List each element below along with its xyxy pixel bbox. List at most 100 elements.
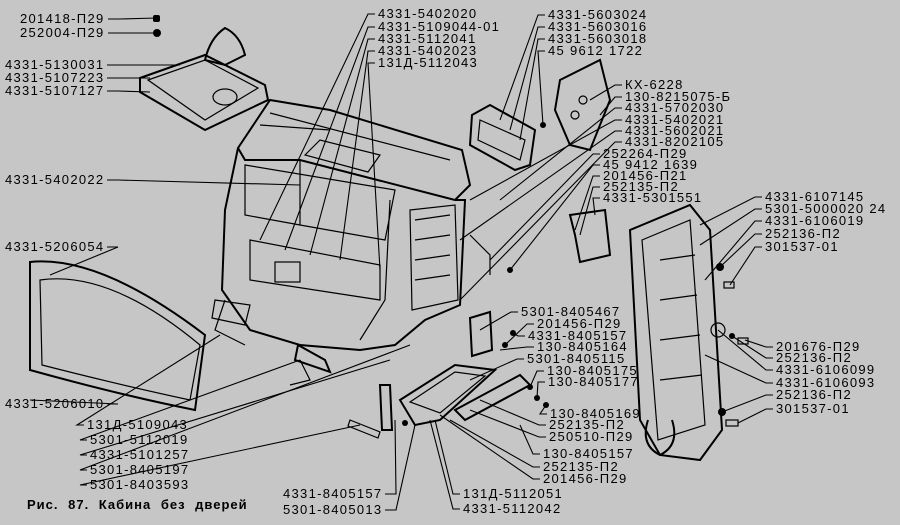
leader-line (367, 62, 381, 271)
part-label: КХ-6228 (625, 77, 684, 92)
part-label: 45 9612 1722 (548, 43, 644, 58)
part-label: 301537-01 (765, 239, 839, 254)
windshield (29, 260, 207, 412)
leader-line (385, 424, 416, 511)
part-label: 130-8405157 (543, 446, 634, 461)
part-label: 201456-П29 (543, 471, 628, 486)
part-label: 250510-П29 (549, 429, 634, 444)
leader-line (284, 26, 375, 251)
part-label: 4331-5206010 (5, 396, 105, 411)
leader-line (704, 220, 762, 281)
part-label: 4331-5402021 (625, 112, 725, 127)
leader-lines (29, 13, 773, 511)
part-label: 4331-8405157 (528, 328, 628, 343)
leader-line (259, 13, 375, 241)
leader-line (737, 408, 773, 424)
bracket (469, 208, 612, 275)
leader-line (704, 354, 773, 384)
roof-hatch (139, 15, 270, 132)
part-label: 4331-5702030 (625, 100, 725, 115)
leader-line (107, 179, 301, 186)
leader-line (529, 370, 544, 388)
part-label: 252135-П2 (543, 459, 619, 474)
leader-line (599, 96, 622, 116)
leader-line (731, 335, 773, 359)
part-label: 252136-П2 (765, 226, 841, 241)
part-label: 201418-П29 (20, 11, 105, 26)
figure-caption: Рис. 87. Кабина без дверей (27, 497, 248, 512)
leader-line (699, 208, 762, 246)
leader-line (385, 419, 397, 495)
part-label: 4331-5402020 (378, 6, 478, 21)
part-label: 4331-5107223 (5, 70, 105, 85)
leader-line (538, 404, 547, 415)
part-label: 5301-8403593 (90, 477, 190, 492)
part-label: 252004-П29 (20, 25, 105, 40)
part-label: 4331-5109044-01 (378, 19, 501, 34)
part-label: 4331-5603016 (548, 19, 648, 34)
part-label: 5301-8405197 (90, 462, 190, 477)
part-label: 131Д-5112051 (463, 486, 564, 501)
leader-line (744, 339, 773, 348)
part-label: 4331-5603024 (548, 7, 648, 22)
leader-line (479, 399, 546, 426)
part-label: 5301-8405467 (521, 304, 621, 319)
part-label: 201676-П29 (776, 339, 861, 354)
part-label: 4331-6106099 (776, 362, 876, 377)
part-label: 4331-6106019 (765, 213, 865, 228)
leader-line (579, 186, 600, 236)
part-label: 5301-8405013 (283, 502, 383, 517)
part-label: 4331-5107127 (5, 83, 105, 98)
leader-line (519, 424, 540, 455)
leader-line (459, 130, 622, 241)
leader-line (107, 90, 151, 93)
leader-line (449, 419, 540, 468)
leader-line (499, 107, 622, 201)
part-label: 4331-5101257 (90, 447, 190, 462)
part-label: 4331-5402023 (378, 43, 478, 58)
part-label: 5301-5112019 (90, 432, 189, 447)
leader-line (512, 332, 525, 337)
leader-line (429, 419, 460, 510)
part-label: 252135-П2 (603, 179, 679, 194)
part-label: 130-8215075-Б (625, 89, 732, 104)
leader-line (499, 14, 545, 121)
leader-line (309, 38, 375, 256)
leader-line (729, 246, 762, 286)
leader-line (499, 346, 534, 351)
leader-line (717, 329, 773, 371)
leader-line (592, 197, 600, 216)
leader-line (574, 175, 600, 231)
part-label: 45 9412 1639 (603, 157, 699, 172)
part-label: 4331-5402022 (5, 172, 105, 187)
part-label: 4331-5130031 (5, 57, 105, 72)
part-label: 201456-П21 (603, 168, 688, 183)
leader-line (469, 409, 546, 438)
leader-line (537, 50, 545, 126)
part-label: 252136-П2 (776, 350, 852, 365)
part-label: 4331-6107145 (765, 189, 865, 204)
part-label: 201456-П29 (537, 316, 622, 331)
leader-line (79, 359, 301, 441)
cab-body (214, 147, 467, 386)
part-label: 4331-5603018 (548, 31, 648, 46)
leader-line (49, 246, 119, 276)
step-parts (211, 299, 549, 439)
part-label: 4331-5112042 (463, 501, 562, 516)
part-label: 301537-01 (776, 401, 850, 416)
leader-line (519, 38, 545, 141)
leader-line (536, 381, 545, 399)
leader-line (79, 424, 361, 486)
part-label: 131Д-5109043 (87, 417, 189, 432)
part-label: 130-8405175 (547, 363, 638, 378)
leader-line (439, 414, 540, 480)
part-label: 252135-П2 (549, 417, 625, 432)
door-pillar (628, 203, 749, 462)
part-label: 4331-5206054 (5, 239, 105, 254)
part-label: 131Д-5112043 (378, 55, 479, 70)
part-label: 252264-П29 (603, 146, 688, 161)
part-label: 5301-8405115 (527, 351, 626, 366)
leader-line (75, 334, 221, 426)
leader-line (489, 153, 600, 261)
cab-roof (236, 98, 472, 202)
